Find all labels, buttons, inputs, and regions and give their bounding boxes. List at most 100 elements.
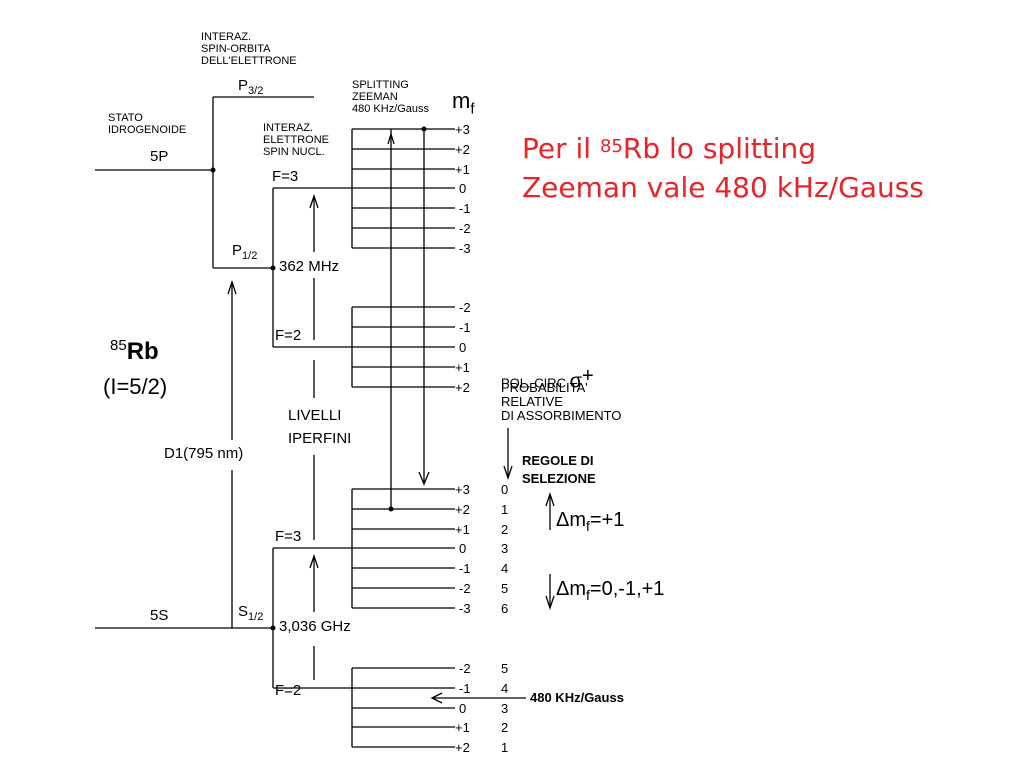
rule2-prefix: Δm <box>556 578 587 600</box>
mf-label: 0 <box>459 541 467 556</box>
polarization-label: POL. CIRC.σ+ <box>501 366 594 391</box>
p-hyperfine-arrowhead <box>309 193 319 209</box>
caption-line-1: Per il 85Rb lo splitting <box>522 131 816 167</box>
p32-sub: 3/2 <box>248 85 264 97</box>
probability-value: 0 <box>501 482 509 497</box>
mf-label: -2 <box>459 661 471 676</box>
s12-symbol: S <box>238 603 249 620</box>
hydrogenic-label: STATO IDROGENOIDE <box>108 112 187 136</box>
mf-label: +3 <box>455 122 470 137</box>
d1-label: D1(795 nm) <box>164 445 244 462</box>
probability-value: 1 <box>501 740 509 755</box>
zeeman-lower-label: 480 KHz/Gauss <box>530 690 624 705</box>
level-lines <box>95 96 555 748</box>
atom-element: Rb <box>126 338 159 365</box>
junction-dot <box>210 167 216 173</box>
polarization-text: POL. CIRC. <box>501 375 570 391</box>
probability-value: 5 <box>501 661 509 676</box>
probability-value: 2 <box>501 720 509 735</box>
sigma-symbol: σ <box>569 370 582 393</box>
caption-line1-pre: Per il <box>522 132 600 165</box>
selection-rule-1: Δmf=+1 <box>556 510 624 533</box>
mf-label: -2 <box>459 221 471 236</box>
junction-dot <box>270 625 276 631</box>
probability-value: 6 <box>501 601 509 616</box>
mf-label: +1 <box>455 162 470 177</box>
junction-dot <box>270 265 276 271</box>
probability-value: 3 <box>501 701 509 716</box>
s-hyperfine-arrowhead <box>309 553 319 569</box>
mf-label: -2 <box>459 300 471 315</box>
rule2-sub: f <box>586 587 590 603</box>
s12-sub: 1/2 <box>248 611 264 623</box>
zeeman-label: SPLITTING ZEEMAN 480 KHz/Gauss <box>352 79 430 115</box>
junction-dots <box>210 126 427 631</box>
probability-value: 2 <box>501 522 509 537</box>
nuclear-spin: (I=5/2) <box>103 374 168 399</box>
junction-dot <box>421 126 427 132</box>
p32-symbol: P <box>238 77 249 94</box>
d1-arrowhead <box>227 279 237 295</box>
mf-label: -3 <box>459 601 471 616</box>
mf-label: +1 <box>455 522 470 537</box>
level-p-f3-label: F=3 <box>272 168 299 185</box>
mf-label: +2 <box>455 380 470 395</box>
mf-label: +1 <box>455 720 470 735</box>
probability-value: 4 <box>501 681 509 696</box>
mf-label: 0 <box>459 181 467 196</box>
selection-rules-label: REGOLE DI SELEZIONE <box>522 453 596 486</box>
caption-line-2: Zeeman vale 480 kHz/Gauss <box>522 171 924 204</box>
zeeman-indicator-arrowhead <box>418 471 430 486</box>
rule2-value: =0,-1,+1 <box>589 578 665 600</box>
mf-label: -1 <box>459 561 471 576</box>
mf-label: -2 <box>459 581 471 596</box>
hyperfine-levels-label: LIVELLI IPERFINI <box>288 407 352 447</box>
mf-label: +2 <box>455 740 470 755</box>
mf-label: -1 <box>459 320 471 335</box>
mf-label: +1 <box>455 360 470 375</box>
level-p12-label: P1/2 <box>232 243 257 262</box>
rule1-arrowhead <box>545 491 555 507</box>
zeeman-lower-pointer-arrowhead <box>430 692 443 704</box>
level-s-f3-label: F=3 <box>275 528 302 545</box>
level-s12-label: S1/2 <box>238 604 263 623</box>
caption-line1-post: Rb lo splitting <box>622 132 817 165</box>
zeeman-top-arrowhead <box>387 131 395 145</box>
mf-label: -1 <box>459 681 471 696</box>
p-hyperfine-splitting: 362 MHz <box>279 258 340 275</box>
probability-value: 1 <box>501 502 509 517</box>
mf-label: +3 <box>455 482 470 497</box>
mf-label: -3 <box>459 241 471 256</box>
mf-label: 0 <box>459 701 467 716</box>
probability-value: 4 <box>501 561 509 576</box>
s-hyperfine-splitting: 3,036 GHz <box>279 618 351 635</box>
probability-arrowhead <box>503 465 513 481</box>
mf-symbol: m <box>452 88 471 113</box>
level-5s-label: 5S <box>150 607 169 624</box>
probability-value: 5 <box>501 581 509 596</box>
probability-value: 3 <box>501 541 509 556</box>
rule2-arrowhead <box>545 595 555 611</box>
mf-sub: f <box>470 100 475 118</box>
rule1-value: =+1 <box>589 509 625 531</box>
level-p32-label: P3/2 <box>238 78 263 97</box>
atom-symbol: 85Rb <box>110 337 159 365</box>
level-5p-label: 5P <box>150 148 169 165</box>
mf-label: +2 <box>455 142 470 157</box>
p12-symbol: P <box>232 242 243 259</box>
rule1-prefix: Δm <box>556 509 587 531</box>
sigma-plus: + <box>581 365 594 387</box>
nuclear-interaction-label: INTERAZ. ELETTRONE SPIN NUCL. <box>263 122 330 158</box>
junction-dot <box>388 506 394 512</box>
rule1-sub: f <box>586 518 590 534</box>
probability-note: PROBABILITA' RELATIVE DI ASSORBIMENTO <box>501 380 622 423</box>
mf-label: 0 <box>459 340 467 355</box>
p12-sub: 1/2 <box>242 250 258 262</box>
caption-line1-sup: 85 <box>599 136 623 157</box>
mf-label: +2 <box>455 502 470 517</box>
selection-rule-2: Δmf=0,-1,+1 <box>556 579 664 602</box>
atom-mass: 85 <box>110 337 127 354</box>
level-p-f2-label: F=2 <box>275 327 302 344</box>
mf-heading: mf <box>452 88 475 118</box>
